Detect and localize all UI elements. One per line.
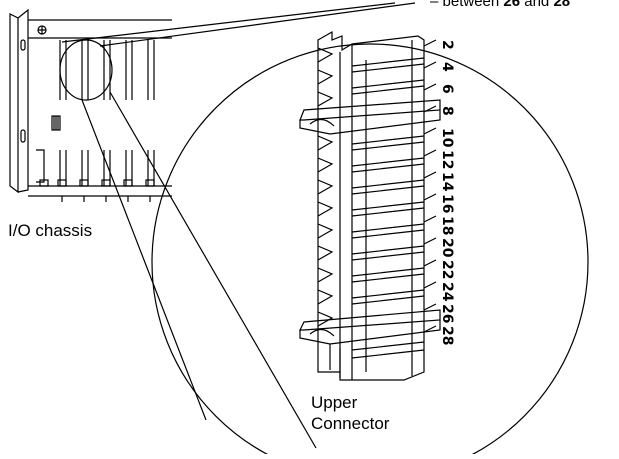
magnified-view-circle: [151, 43, 589, 459]
pin-number-24: 24: [439, 282, 455, 302]
upper-connector: [299, 30, 441, 381]
io-chassis: [9, 8, 172, 202]
note-pin-a: 26: [503, 0, 521, 10]
callout-note: – between 26 and 28: [430, 0, 570, 10]
pin-number-26: 26: [439, 304, 455, 323]
zoom-callout-lines: [61, 2, 416, 449]
pin-number-2: 2: [439, 40, 455, 50]
pin-number-16: 16: [439, 194, 455, 213]
pin-number-28: 28: [439, 326, 455, 345]
note-prefix: – between: [430, 0, 504, 10]
pin-number-14: 14: [439, 172, 455, 192]
pin-number-18: 18: [439, 216, 455, 235]
note-conjunction: and: [520, 0, 554, 10]
pin-number-6: 6: [439, 84, 455, 94]
note-pin-b: 28: [553, 0, 571, 10]
pin-leader-lines: [423, 39, 437, 333]
pin-number-10: 10: [439, 128, 455, 148]
pin-number-20: 20: [439, 238, 455, 258]
pin-number-12: 12: [439, 150, 455, 169]
pin-number-8: 8: [439, 106, 455, 116]
zoom-focus-circle: [59, 39, 113, 101]
io-chassis-label: I/O chassis: [8, 221, 93, 240]
connector-label-line2: Connector: [311, 414, 390, 433]
connector-label-line1: Upper: [311, 393, 358, 412]
upper-connector-label: Upper Connector: [311, 392, 389, 434]
pin-number-4: 4: [439, 62, 455, 72]
pin-number-22: 22: [439, 260, 455, 279]
